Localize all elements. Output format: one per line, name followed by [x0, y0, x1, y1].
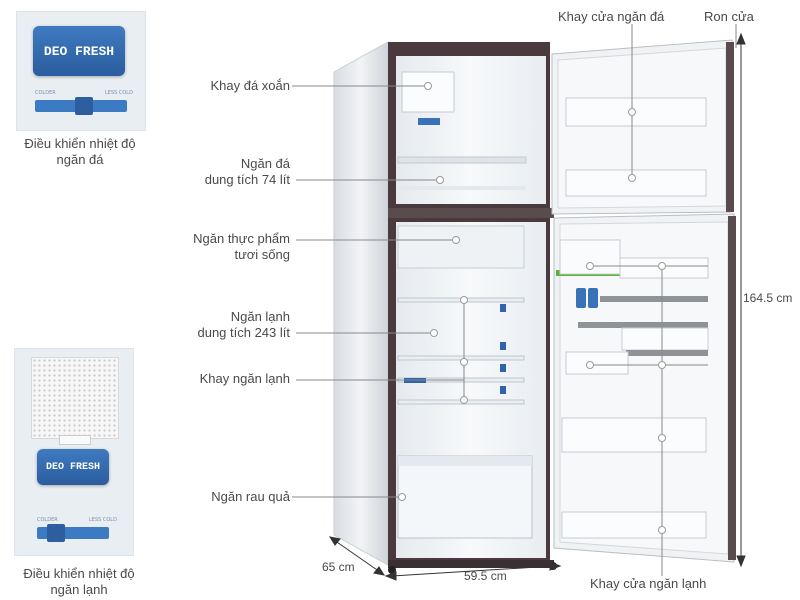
- door-rail-2: [578, 322, 708, 328]
- label-ice-twist-tray: Khay đá xoắn: [210, 78, 290, 93]
- scale-less-cold-2: LESS COLD: [89, 517, 117, 523]
- freezer-door-edge: [726, 42, 734, 212]
- veg-drawer-lip: [398, 456, 532, 466]
- callout-lines: [292, 24, 737, 576]
- label-fridge-1: Ngăn lạnh: [230, 309, 290, 324]
- blue-clips: [576, 288, 598, 308]
- fridge-control-label-1: Điều khiển nhiệt độ: [23, 566, 135, 581]
- label-fresh-2: tươi sống: [234, 247, 290, 262]
- door-bin-bottom: [561, 511, 707, 539]
- compartment-divider: [388, 208, 554, 218]
- freezer-door-tray-2: [565, 169, 707, 197]
- label-freezer-2: dung tích 74 lít: [204, 172, 290, 187]
- label-fridge-2: dung tích 243 lít: [197, 325, 290, 340]
- freezer-control-thumbnail: DEO FRESH COLDER LESS COLD: [16, 11, 146, 131]
- door-bin-mid: [621, 327, 709, 351]
- freezer-badge: [418, 118, 440, 125]
- dimension-width: 59.5 cm: [464, 569, 507, 583]
- door-rail-1: [600, 296, 708, 302]
- scale-less-cold: LESS COLD: [105, 90, 133, 96]
- door-bin-large: [561, 417, 707, 453]
- cabinet-side: [333, 41, 389, 566]
- fridge-control-thumbnail: DEO FRESH COLDER LESS COLD: [14, 348, 134, 556]
- dimension-lines: [328, 32, 746, 581]
- fridge-door-edge: [728, 216, 736, 560]
- fresh-zone: [397, 225, 525, 269]
- label-fridge-tray: Khay ngăn lạnh: [199, 371, 290, 386]
- foot-left: [388, 566, 396, 574]
- freezer-temp-knob[interactable]: [75, 97, 93, 115]
- door-bin-small: [565, 351, 629, 375]
- grille-clip: [59, 435, 91, 445]
- scale-colder-2: COLDER: [37, 517, 58, 523]
- door-rail-3: [626, 350, 708, 356]
- freezer-control-label-2: ngăn đá: [56, 152, 104, 167]
- freezer-control-label-1: Điều khiển nhiệt độ: [24, 136, 136, 151]
- base-plinth: [388, 560, 554, 568]
- callout-dots: [398, 82, 666, 534]
- label-freezer-1: Ngăn đá: [240, 156, 290, 171]
- deo-fresh-badge: DEO FRESH: [33, 26, 125, 76]
- veg-drawer: [397, 455, 533, 539]
- label-door-gasket: Ron cửa: [704, 9, 754, 24]
- label-freezer-door-tray: Khay cửa ngăn đá: [558, 9, 665, 24]
- freezer-shelf: [397, 156, 527, 164]
- fridge-temp-knob[interactable]: [47, 524, 65, 542]
- fridge-temp-slider[interactable]: [37, 524, 109, 542]
- dimension-depth: 65 cm: [322, 560, 355, 574]
- freezer-temp-slider[interactable]: [35, 97, 127, 115]
- fridge-control-label-2: ngăn lạnh: [50, 582, 108, 597]
- ice-tray: [401, 71, 455, 113]
- freezer-floor: [398, 186, 526, 190]
- label-fresh-1: Ngăn thực phẩm: [193, 231, 290, 246]
- dimension-height: 164.5 cm: [743, 291, 793, 305]
- scale-colder: COLDER: [35, 90, 56, 96]
- deodorizer-grille: [31, 357, 119, 439]
- label-veg-drawer: Ngăn rau quả: [211, 489, 290, 504]
- label-fridge-door-tray: Khay cửa ngăn lạnh: [590, 576, 707, 591]
- deo-fresh-badge-2: DEO FRESH: [37, 449, 109, 485]
